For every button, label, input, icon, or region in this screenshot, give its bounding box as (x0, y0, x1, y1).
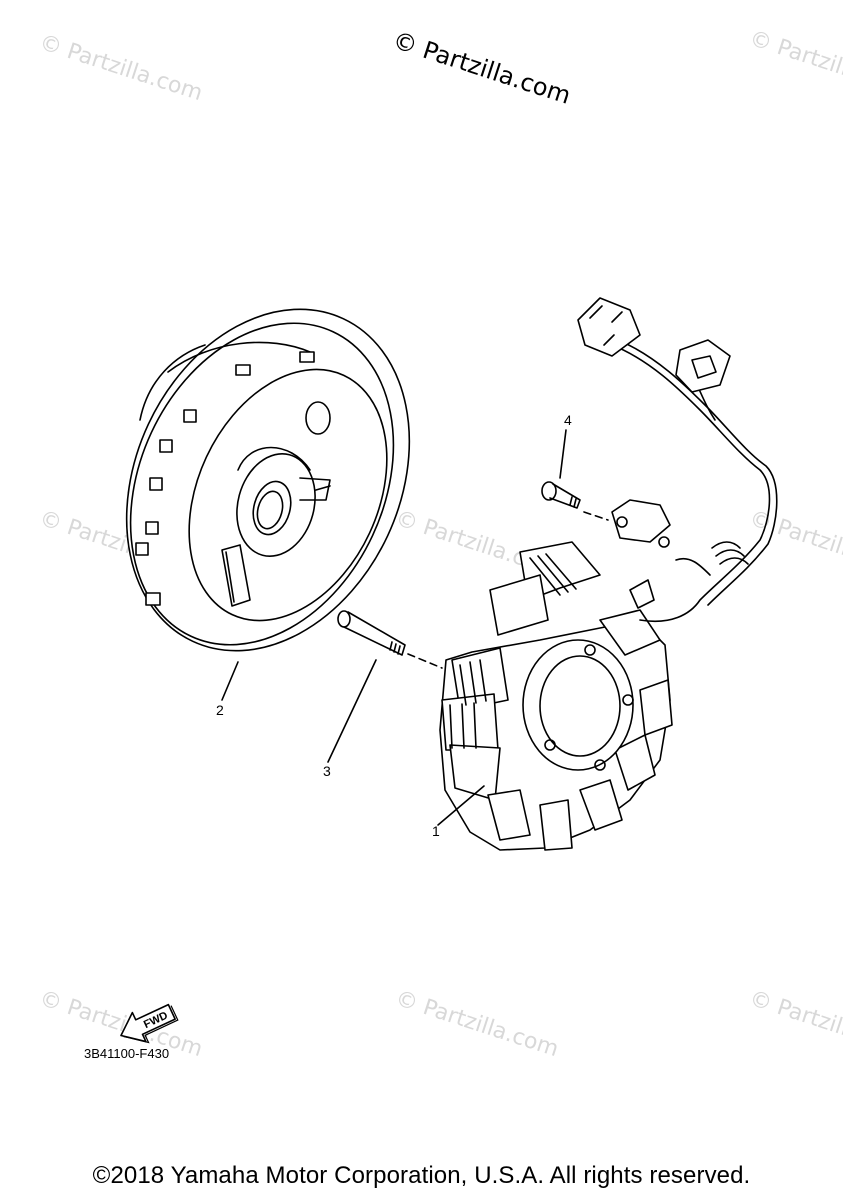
callout-number: 4 (564, 412, 572, 428)
diagram-code: 3B41100-F430 (84, 1046, 170, 1061)
fwd-arrow-icon: FWD (120, 1003, 179, 1044)
leader-line-3 (327, 659, 377, 763)
copyright-notice: ©2018 Yamaha Motor Corporation, U.S.A. A… (92, 1162, 751, 1189)
callout-number: 3 (323, 763, 331, 779)
leader-line-2 (221, 661, 239, 701)
callout-number: 1 (432, 823, 440, 839)
leader-line-1 (437, 785, 485, 826)
callout-number: 2 (216, 702, 224, 718)
flywheel-rotor-part (125, 308, 411, 652)
pickup-coil-part (611, 499, 671, 548)
alignment-line-bolt (407, 653, 443, 669)
alignment-line-screw (583, 511, 609, 521)
bolt-part (337, 610, 406, 656)
screw-part (541, 481, 581, 509)
leader-line-4 (559, 429, 567, 479)
wiring-harness-part (577, 297, 778, 623)
